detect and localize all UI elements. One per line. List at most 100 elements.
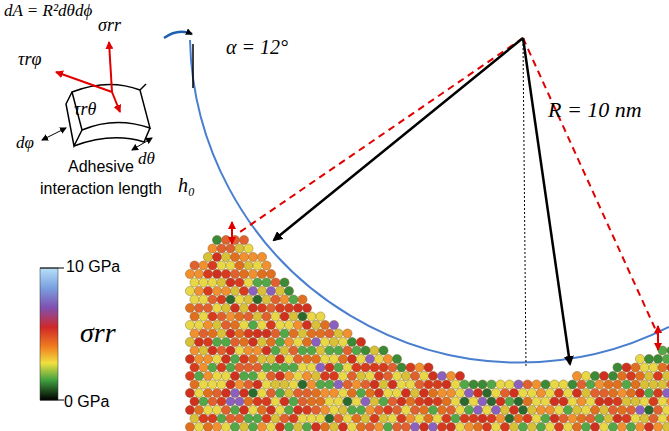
atom	[302, 337, 311, 346]
atom	[545, 405, 554, 414]
atom	[383, 405, 392, 414]
atom	[289, 363, 298, 372]
atom	[352, 363, 361, 372]
atom	[428, 422, 437, 431]
atom	[230, 252, 239, 261]
atom	[217, 414, 226, 423]
atom	[230, 286, 239, 295]
label: τrφ	[18, 50, 41, 70]
atom	[617, 371, 626, 380]
atom	[334, 380, 343, 389]
atom	[244, 278, 253, 287]
atom	[253, 278, 262, 287]
atom	[329, 422, 338, 431]
atom	[239, 320, 248, 329]
atom	[419, 388, 428, 397]
atom	[230, 405, 239, 414]
atom	[473, 422, 482, 431]
dimension-arrow	[132, 138, 152, 150]
radius-arrow	[274, 38, 523, 240]
atom	[343, 346, 352, 355]
atom	[496, 380, 505, 389]
atom	[316, 363, 325, 372]
atom	[311, 371, 320, 380]
atom	[374, 422, 383, 431]
atom	[478, 414, 487, 423]
atom	[667, 397, 669, 406]
atom	[212, 303, 221, 312]
vertical-guide	[523, 40, 526, 368]
atom	[212, 371, 221, 380]
atom	[253, 380, 262, 389]
label: h₀	[178, 174, 195, 196]
atom	[293, 405, 302, 414]
atom	[208, 397, 217, 406]
atom	[203, 286, 212, 295]
atom	[581, 405, 590, 414]
atom	[293, 354, 302, 363]
atom	[662, 388, 669, 397]
atom	[446, 405, 455, 414]
vertical-reference	[192, 44, 194, 88]
atom	[482, 422, 491, 431]
atom	[433, 397, 442, 406]
atom	[523, 380, 532, 389]
atom	[590, 422, 599, 431]
atom	[280, 295, 289, 304]
atom	[536, 405, 545, 414]
atom	[487, 397, 496, 406]
atom	[577, 397, 586, 406]
atom	[595, 380, 604, 389]
atom	[190, 346, 199, 355]
atom	[455, 405, 464, 414]
atom	[622, 380, 631, 389]
atom	[635, 354, 644, 363]
atom	[473, 388, 482, 397]
atom	[185, 303, 194, 312]
atom	[478, 397, 487, 406]
atom	[361, 397, 370, 406]
atom	[424, 397, 433, 406]
atom	[320, 320, 329, 329]
atom	[649, 380, 658, 389]
atom	[523, 414, 532, 423]
atom	[257, 269, 266, 278]
atom	[649, 363, 658, 372]
atom	[226, 397, 235, 406]
atom	[523, 397, 532, 406]
atom	[460, 414, 469, 423]
atom	[577, 380, 586, 389]
atom	[500, 388, 509, 397]
atom	[289, 295, 298, 304]
atom	[217, 261, 226, 270]
atom	[266, 422, 275, 431]
atom	[334, 329, 343, 338]
atom	[419, 405, 428, 414]
atom	[194, 405, 203, 414]
atom	[626, 422, 635, 431]
atom	[631, 363, 640, 372]
gap-arrow	[231, 222, 233, 244]
atom	[509, 405, 518, 414]
atom	[262, 346, 271, 355]
atom	[226, 329, 235, 338]
atom	[248, 337, 257, 346]
atom	[316, 329, 325, 338]
atom	[239, 303, 248, 312]
atom	[311, 337, 320, 346]
atom	[226, 261, 235, 270]
atom	[334, 414, 343, 423]
atom	[424, 363, 433, 372]
atom	[352, 346, 361, 355]
atom	[212, 252, 221, 261]
atom	[325, 329, 334, 338]
atom	[248, 371, 257, 380]
atom	[221, 354, 230, 363]
atom	[428, 405, 437, 414]
atom	[334, 346, 343, 355]
label: dA = R²dθdϕ	[4, 2, 92, 21]
atom	[280, 329, 289, 338]
atom	[662, 371, 669, 380]
